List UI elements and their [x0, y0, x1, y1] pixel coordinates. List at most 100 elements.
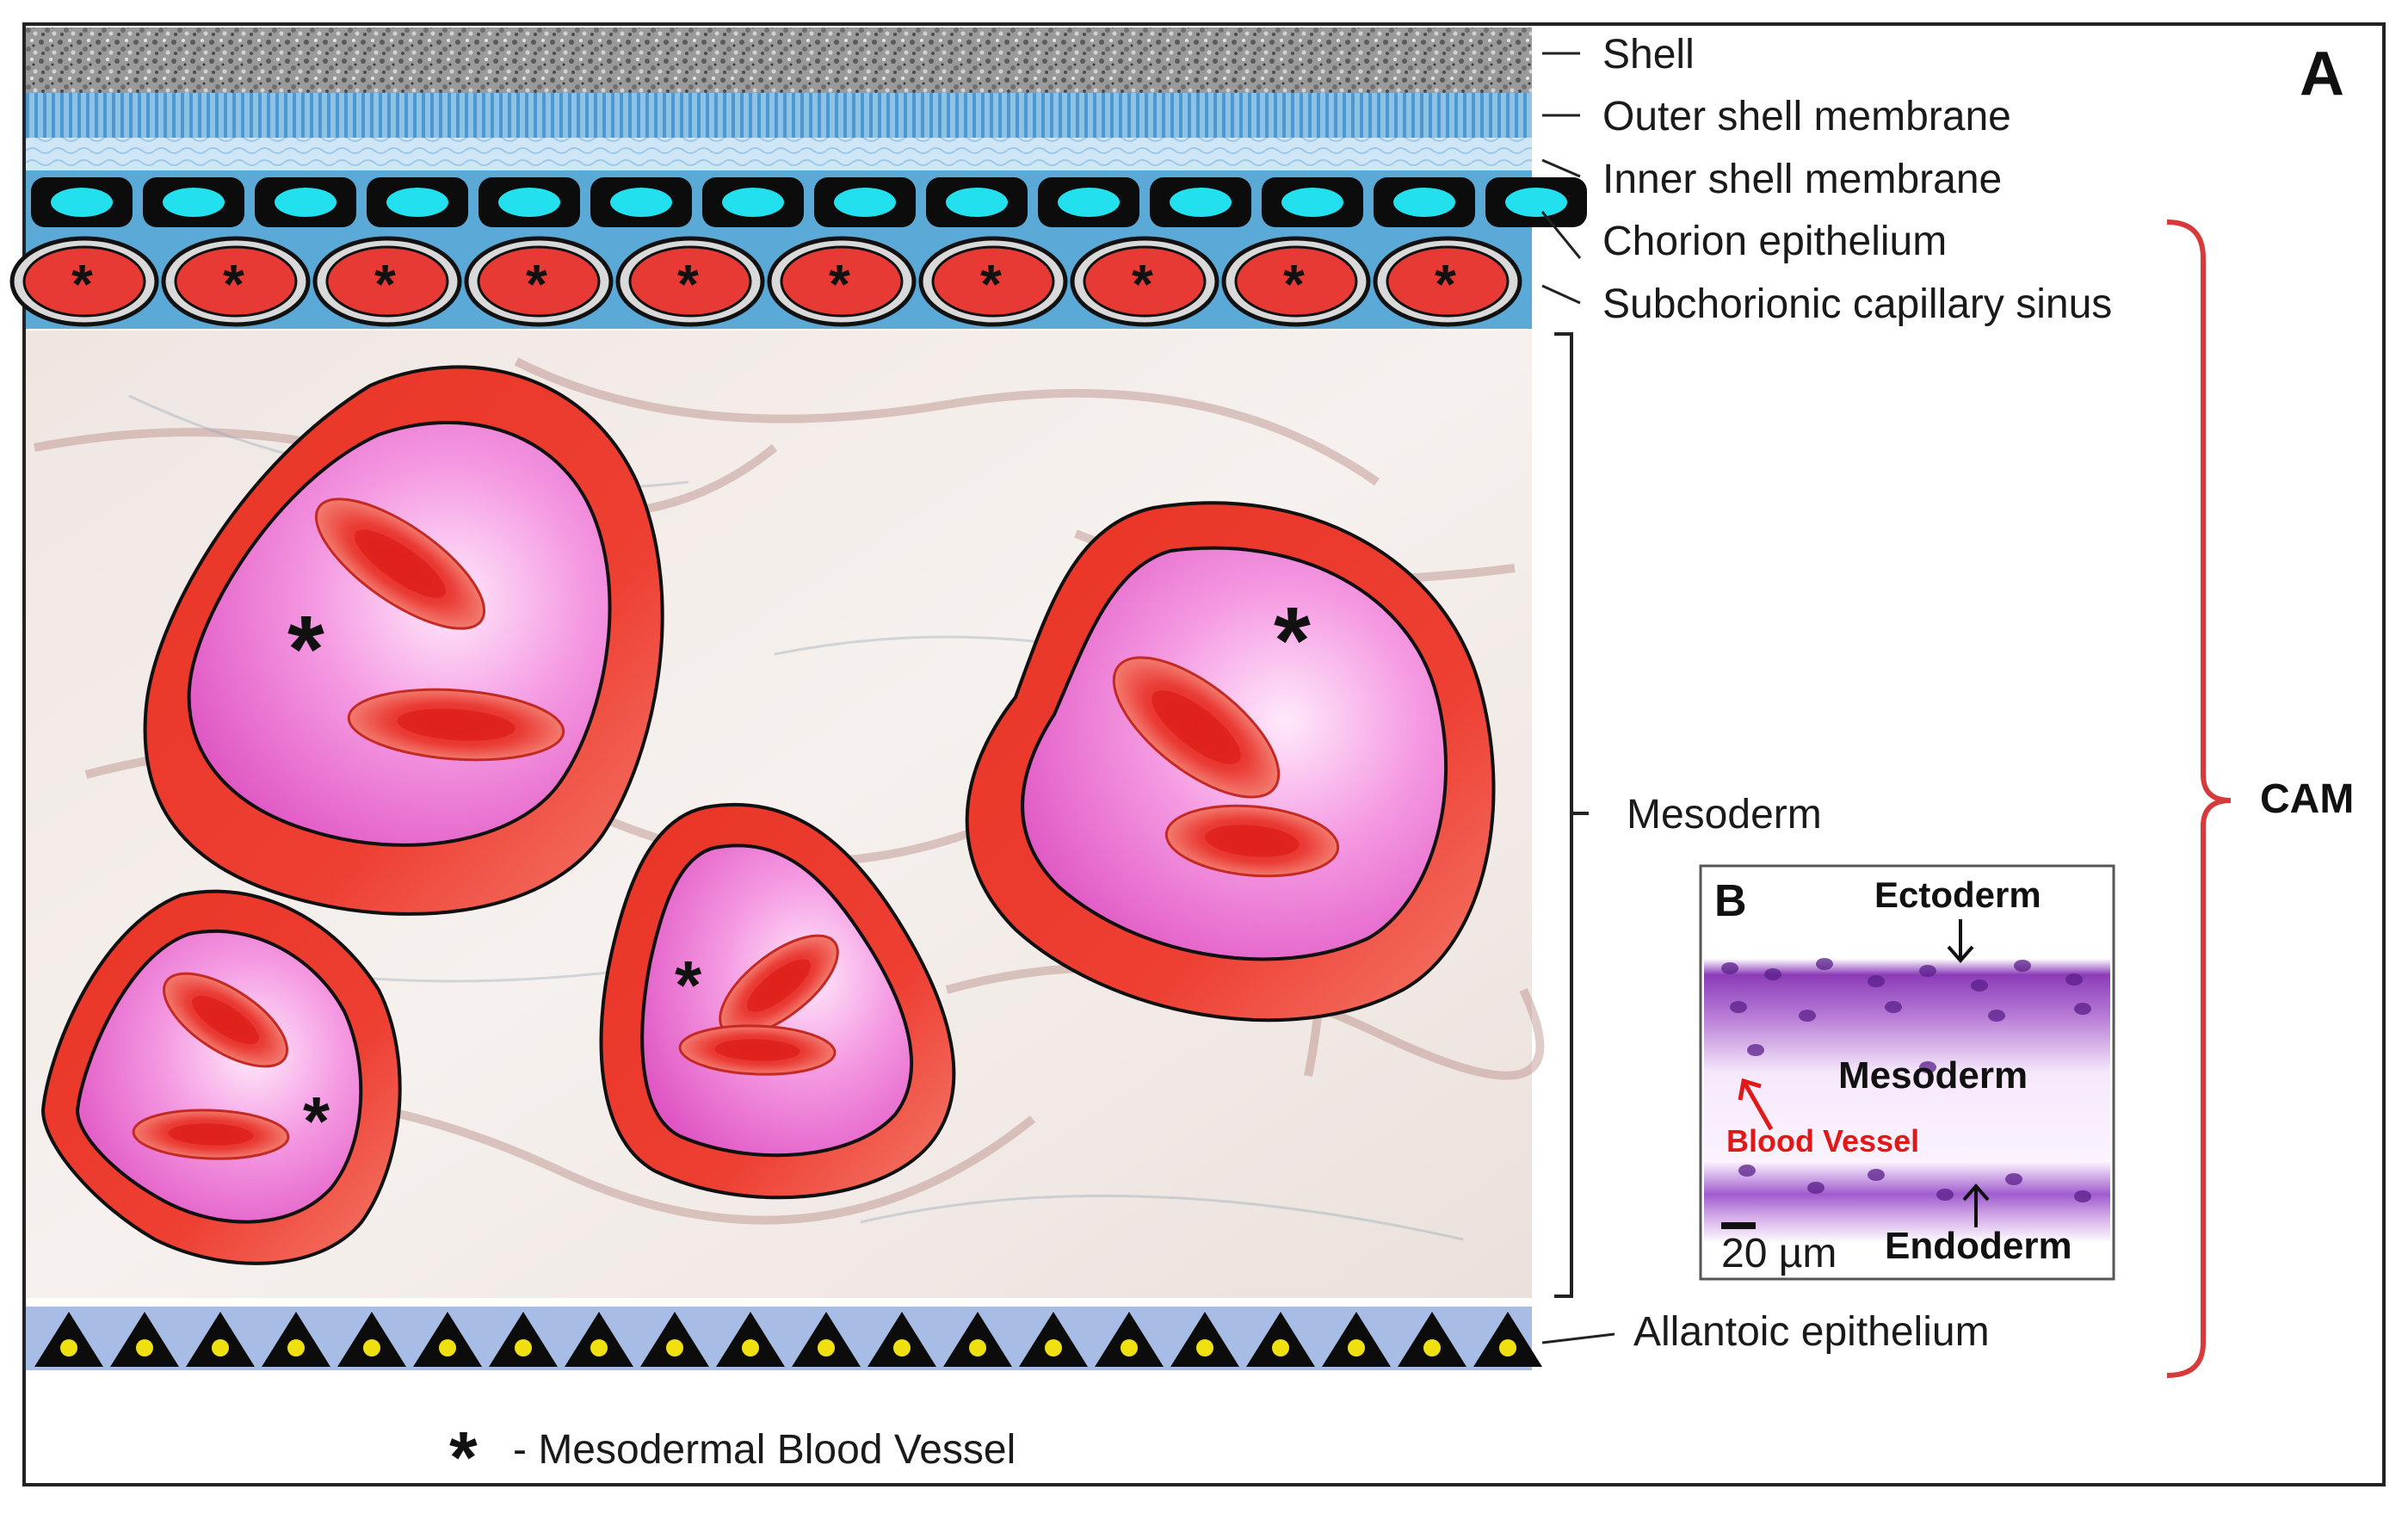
vessel-asterisk-icon: *	[675, 947, 702, 1023]
chorion-nucleus	[386, 188, 448, 217]
sinus-asterisk-icon: *	[1283, 253, 1305, 315]
label-cam: CAM	[2260, 776, 2354, 822]
histology-nucleus	[1919, 965, 1936, 977]
allantoic-nucleus	[1196, 1339, 1213, 1356]
rbc-center	[192, 995, 259, 1045]
red-blood-cell	[162, 972, 289, 1068]
chorion-nucleus	[498, 188, 560, 217]
red-blood-cell	[719, 934, 839, 1037]
chorion-nucleus	[610, 188, 672, 217]
allantoic-nucleus	[1045, 1339, 1062, 1356]
red-blood-cell	[1112, 656, 1281, 799]
sinus-asterisk-icon: *	[677, 253, 699, 315]
allantoic-nucleus	[439, 1339, 456, 1356]
rbc-center	[747, 959, 811, 1012]
histology-nucleus	[1936, 1189, 1954, 1201]
chorion-nucleus	[946, 188, 1008, 217]
panel-a-letter: A	[2300, 40, 2344, 108]
mesodermal-blood-vessels: * * * *	[40, 365, 1496, 1265]
sinus-asterisk-icon: *	[71, 253, 93, 315]
chorion-nucleus	[834, 188, 896, 217]
label-outer-shell-membrane: Outer shell membrane	[1602, 94, 2011, 139]
rbc-center	[168, 1123, 254, 1146]
sinus-asterisk-icon: *	[829, 253, 850, 315]
label-panel-b-mesoderm: Mesoderm	[1838, 1054, 2028, 1097]
allantoic-nucleus	[515, 1339, 532, 1356]
red-blood-cell	[347, 688, 565, 762]
sinus-cells: **********	[9, 236, 1522, 327]
legend-text: - Mesodermal Blood Vessel	[513, 1427, 1016, 1473]
histology-nucleus	[1971, 979, 1988, 992]
allantoic-nucleus	[666, 1339, 683, 1356]
sinus-cell	[628, 245, 752, 318]
allantoic-nucleus	[363, 1339, 380, 1356]
outer-shell-membrane-layer	[26, 93, 1532, 138]
allantoic-nucleus	[893, 1339, 911, 1356]
scale-bar	[1721, 1222, 1756, 1229]
vessel-asterisk-icon: *	[287, 596, 324, 702]
sinus-cell	[477, 245, 601, 318]
allantoic-nucleus	[818, 1339, 835, 1356]
histology-nucleus	[2014, 960, 2031, 972]
leader-lines	[1541, 52, 1615, 1344]
rbc-center	[714, 1039, 800, 1061]
chorion-nucleus	[1281, 188, 1343, 217]
histology-nucleus	[2074, 1190, 2091, 1202]
allantoic-nucleus	[212, 1339, 229, 1356]
allantoic-nucleus	[287, 1339, 305, 1356]
chorion-nucleus	[1393, 188, 1455, 217]
shell-layer	[26, 28, 1532, 93]
allantoic-nucleus	[590, 1339, 608, 1356]
chorion-nucleus	[1058, 188, 1120, 217]
label-blood-vessel: Blood Vessel	[1726, 1123, 1919, 1159]
label-chorion-epithelium: Chorion epithelium	[1602, 219, 1947, 264]
vessel-lumen	[75, 929, 363, 1224]
sinus-asterisk-icon: *	[374, 253, 396, 315]
sinus-asterisk-icon: *	[1132, 253, 1153, 315]
label-scale-bar: 20 µm	[1721, 1231, 1837, 1276]
panel-b-letter: B	[1714, 876, 1747, 926]
sinus-asterisk-icon: *	[526, 253, 547, 315]
label-allantoic-epithelium: Allantoic epithelium	[1633, 1309, 1990, 1355]
allantoic-nucleus	[60, 1339, 77, 1356]
sinus-asterisk-icon: *	[980, 253, 1002, 315]
blood-vessel-arrow-icon	[1738, 1078, 1774, 1131]
allantoic-cells	[34, 1312, 1542, 1367]
histology-nucleus	[1721, 962, 1738, 974]
label-inner-shell-membrane: Inner shell membrane	[1602, 157, 2002, 202]
sinus-cell	[174, 245, 298, 318]
histology-nucleus	[1764, 968, 1781, 980]
sinus-cell	[1234, 245, 1358, 318]
vessel-asterisk-icon: *	[303, 1083, 330, 1159]
sinus-cell	[1386, 245, 1510, 318]
red-blood-cell	[132, 1109, 290, 1160]
red-blood-cell	[678, 1024, 837, 1076]
histology-nucleus	[1919, 1061, 1936, 1073]
histology-nuclei	[1721, 958, 2091, 1202]
chorion-nucleus	[275, 188, 337, 217]
histology-nucleus	[1816, 958, 1833, 970]
allantoic-nucleus	[1348, 1339, 1365, 1356]
vessel-asterisk-icon: *	[1274, 588, 1311, 694]
sinus-cell	[22, 245, 146, 318]
rbc-center	[1205, 825, 1300, 857]
histology-nucleus	[1868, 975, 1885, 987]
label-subchorionic-capillary-sinus: Subchorionic capillary sinus	[1602, 281, 2112, 327]
histology-image	[1704, 869, 2110, 1276]
red-blood-cell	[1164, 804, 1340, 878]
label-ectoderm: Ectoderm	[1874, 874, 2041, 915]
allantoic-nucleus	[969, 1339, 986, 1356]
histology-nucleus	[1747, 1044, 1764, 1056]
endoderm-arrow-icon	[1962, 1183, 1990, 1227]
histology-nucleus	[2074, 1003, 2091, 1015]
histology-nucleus	[1799, 1010, 1816, 1022]
sinus-cell	[780, 245, 904, 318]
panel-b-inset: B Ectoderm Mesoderm Blood Vessel Endoder…	[1699, 864, 2115, 1281]
label-mesoderm: Mesoderm	[1627, 792, 1822, 837]
chorion-cells	[31, 177, 1587, 227]
histology-nucleus	[1988, 1010, 2005, 1022]
chorion-nucleus	[51, 188, 113, 217]
red-blood-cell	[314, 497, 486, 630]
rbc-center	[354, 529, 447, 598]
sinus-cell	[931, 245, 1055, 318]
